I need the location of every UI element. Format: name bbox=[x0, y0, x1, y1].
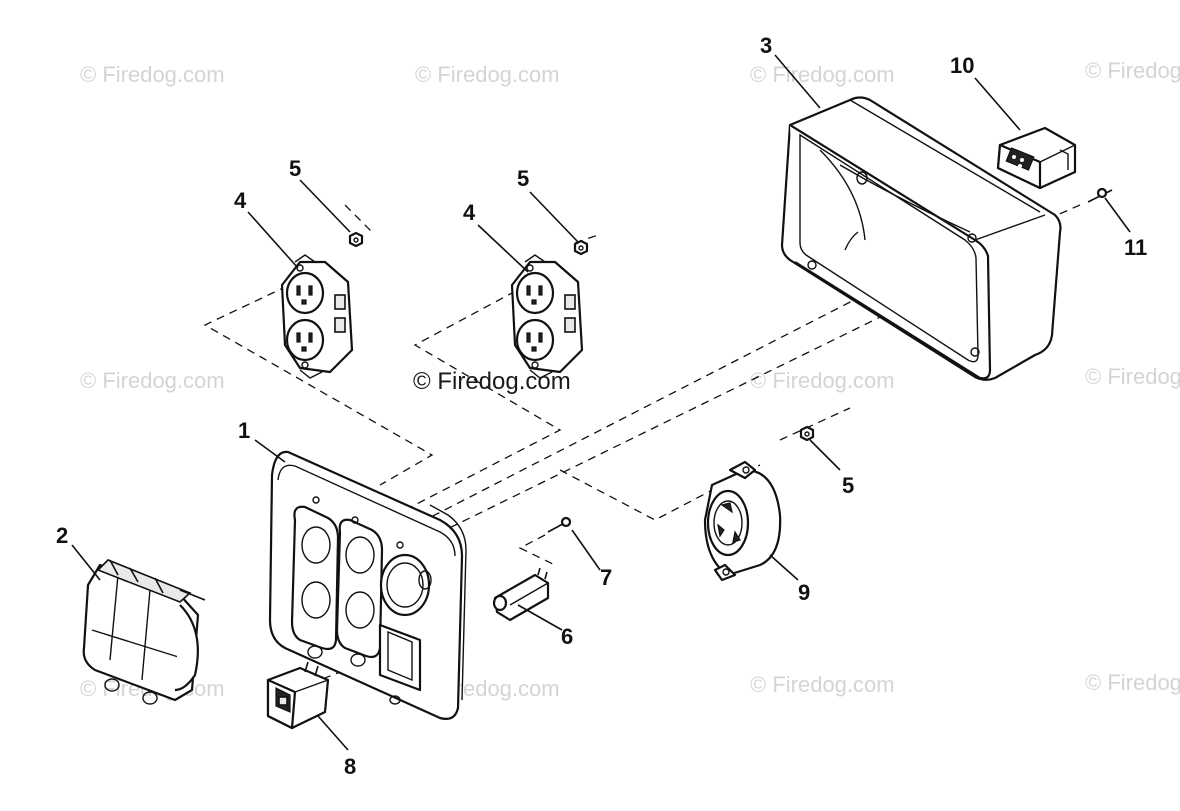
callout-9: 9 bbox=[798, 580, 811, 605]
callout-4-middle: 4 bbox=[463, 200, 476, 225]
outlet-covers-part-2 bbox=[82, 559, 206, 705]
leader-lines bbox=[71, 54, 1131, 751]
nut-part-5-left bbox=[348, 231, 364, 248]
nut-part-5-right bbox=[799, 425, 815, 442]
callout-4-left: 4 bbox=[234, 188, 247, 213]
callout-11: 11 bbox=[1124, 235, 1148, 260]
callout-5-right: 5 bbox=[842, 473, 855, 498]
callout-1: 1 bbox=[238, 418, 251, 443]
callout-3: 3 bbox=[760, 33, 773, 58]
watermark: © Firedog.com bbox=[750, 368, 895, 393]
watermark: © Firedog bbox=[1085, 58, 1180, 83]
rocker-switch-part-10 bbox=[996, 126, 1077, 190]
rear-housing bbox=[780, 96, 1062, 381]
callout-5-middle: 5 bbox=[517, 166, 530, 191]
screw-part-7 bbox=[547, 516, 572, 533]
twist-lock-receptacle-part-9 bbox=[703, 460, 782, 582]
watermark: © Firedog.com bbox=[415, 62, 560, 87]
circuit-breaker-part-6 bbox=[492, 567, 550, 622]
callout-6: 6 bbox=[561, 624, 574, 649]
callout-5-left: 5 bbox=[289, 156, 302, 181]
watermark: © Firedog.com bbox=[750, 672, 895, 697]
screw-part-11 bbox=[1087, 187, 1113, 203]
watermark: © Firedog bbox=[1085, 364, 1180, 389]
rocker-switch-part-8 bbox=[266, 661, 330, 730]
nut-part-5-middle bbox=[573, 239, 589, 256]
duplex-receptacle-middle bbox=[510, 254, 584, 379]
watermark: © Firedog.com bbox=[750, 62, 895, 87]
duplex-receptacle-left bbox=[280, 254, 354, 379]
callout-8: 8 bbox=[344, 754, 357, 779]
center-watermark: © Firedog.com bbox=[413, 368, 571, 395]
control-panel-part-1 bbox=[268, 450, 467, 720]
callout-2: 2 bbox=[56, 523, 69, 548]
watermark: © Firedog.com bbox=[80, 62, 225, 87]
watermark: © Firedog bbox=[1085, 670, 1180, 695]
watermark: © Firedog.com bbox=[80, 368, 225, 393]
callout-10: 10 bbox=[950, 53, 975, 78]
callout-7: 7 bbox=[600, 565, 613, 590]
